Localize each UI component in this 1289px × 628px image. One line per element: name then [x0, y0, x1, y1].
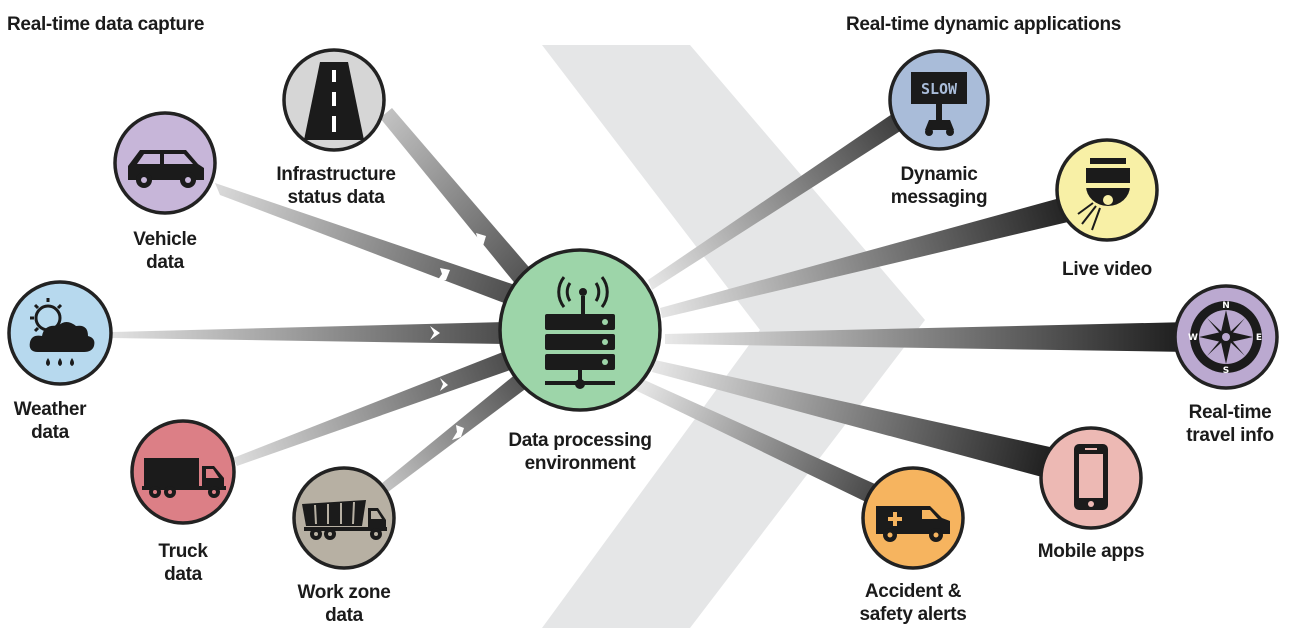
ray-alerts — [635, 378, 875, 502]
node-alerts — [861, 466, 965, 570]
compass-s: S — [1223, 366, 1229, 376]
node-messaging: SLOW — [888, 49, 990, 151]
label-travel-line1: Real-time — [1189, 402, 1272, 423]
label-infrastructure-line1: Infrastructure — [276, 164, 395, 185]
ray-workzone — [365, 364, 540, 504]
slow-sign-text: SLOW — [921, 80, 958, 98]
label-messaging-line1: Dynamic — [900, 164, 978, 185]
label-truck-line2: data — [164, 564, 203, 585]
road-icon — [304, 62, 364, 140]
inbound-rays — [112, 108, 540, 504]
node-weather — [7, 280, 113, 386]
node-mobile — [1039, 426, 1143, 530]
camera-icon — [1077, 158, 1130, 231]
outbound-rays — [635, 112, 1190, 502]
label-truck-line1: Truck — [158, 541, 208, 562]
compass-e: E — [1256, 333, 1262, 343]
node-travel: N S E W — [1173, 284, 1279, 390]
car-icon — [128, 150, 204, 188]
ray-mobile — [652, 360, 1050, 477]
center-node — [498, 248, 662, 412]
node-vehicle — [113, 111, 217, 215]
label-weather-line1: Weather — [14, 399, 87, 420]
weather-icon — [29, 298, 95, 366]
server-router-icon — [545, 276, 615, 389]
label-weather-line2: data — [31, 422, 70, 443]
truck-icon — [142, 458, 226, 498]
node-truck — [130, 419, 236, 525]
node-infrastructure — [282, 48, 386, 152]
dump-truck-icon — [302, 500, 387, 540]
label-alerts-line1: Accident & — [865, 581, 962, 602]
capture-heading: Real-time data capture — [7, 14, 204, 35]
center-label-line1: Data processing — [508, 430, 651, 451]
compass-icon: N S E W — [1188, 301, 1262, 376]
node-workzone — [292, 466, 396, 570]
ray-travel — [665, 322, 1190, 352]
applications-heading: Real-time dynamic applications — [846, 14, 1121, 35]
label-travel-line2: travel info — [1186, 425, 1274, 446]
label-vehicle-line1: Vehicle — [133, 229, 196, 250]
slow-sign-icon: SLOW — [911, 72, 967, 136]
label-video-line1: Live video — [1062, 259, 1152, 280]
label-mobile-line1: Mobile apps — [1038, 541, 1145, 562]
ray-weather — [112, 322, 506, 344]
label-infrastructure-line2: status data — [287, 187, 385, 208]
compass-n: N — [1222, 301, 1230, 311]
ray-messaging — [648, 112, 905, 290]
ray-video — [660, 198, 1068, 318]
center-label-line2: environment — [525, 453, 637, 474]
ray-truck — [233, 350, 516, 466]
node-video — [1055, 138, 1159, 242]
label-vehicle-line2: data — [146, 252, 185, 273]
ambulance-icon — [876, 506, 950, 542]
label-workzone-line1: Work zone — [297, 582, 390, 603]
ray-infrastructure — [380, 108, 540, 292]
label-workzone-line2: data — [325, 605, 364, 626]
label-messaging-line2: messaging — [891, 187, 988, 208]
phone-icon — [1074, 444, 1108, 510]
label-alerts-line2: safety alerts — [859, 604, 966, 625]
compass-w: W — [1188, 333, 1198, 343]
